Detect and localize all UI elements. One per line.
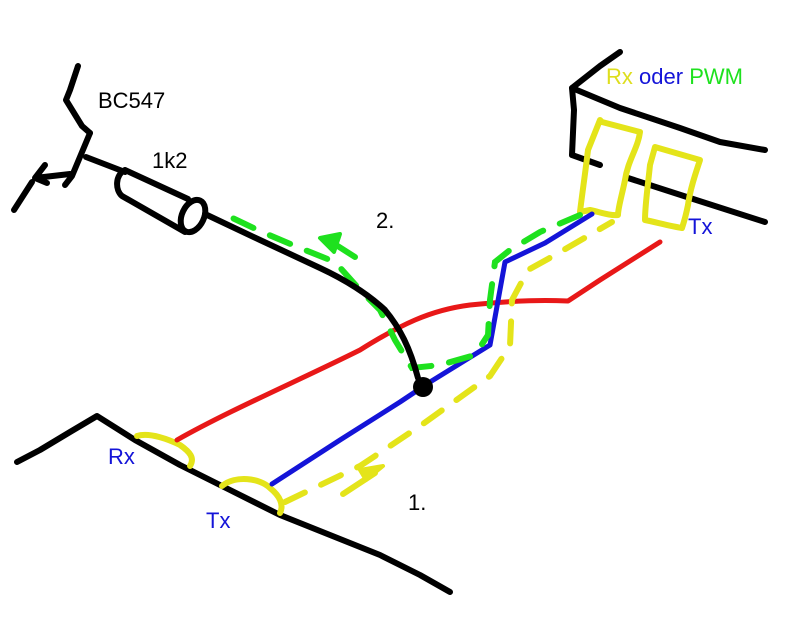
step-two-label: 2. [376,208,395,233]
junction-dot [413,377,433,397]
tx-wire [269,211,595,487]
base-wire [202,211,421,381]
transistor-emitter [11,162,73,213]
right-header-rx: Rx [606,64,633,89]
resistor-end-cap [177,196,209,236]
left-board-outline [14,413,453,595]
left-tx-pad [219,476,285,516]
resistor-lead [83,154,128,175]
signal-path-1 [282,219,615,505]
left-rx-label: Rx [108,444,135,469]
right-header-label: Rx oder PWM [606,66,743,88]
right-board-outline-top [569,49,768,153]
right-header-pwm: PWM [689,64,743,89]
right-tx-label: Tx [688,214,713,239]
signal-path-2 [219,210,583,372]
right-rx-pad [577,117,643,219]
transistor-label: BC547 [98,88,166,113]
arrow-2-shaft [330,240,358,260]
transistor-collector [63,63,93,136]
rx-wire [174,239,663,443]
left-rx-pad [134,432,195,469]
step-one-label: 1. [408,490,427,515]
right-header-oder: oder [639,64,684,89]
right-tx-pad [642,144,703,231]
arrow-1-shaft [340,470,378,497]
resistor-body [114,167,191,235]
left-tx-label: Tx [206,508,231,533]
resistor-label: 1k2 [152,148,188,173]
